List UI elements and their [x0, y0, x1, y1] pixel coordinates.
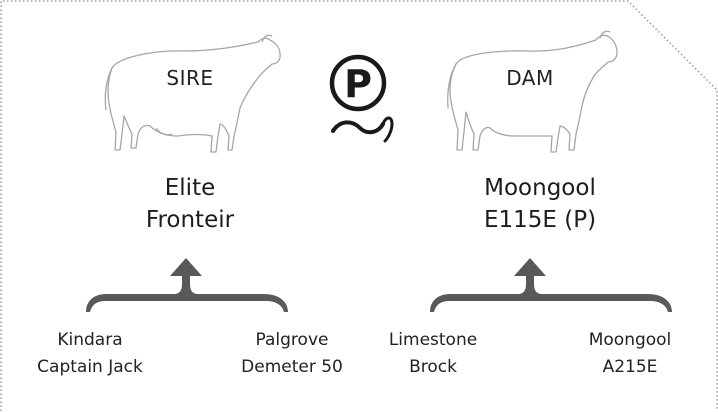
- sire-name-line1: Elite: [164, 175, 216, 201]
- dam-parent-1-line2: Brock: [409, 357, 457, 377]
- sire-name: Elite Fronteir: [110, 172, 270, 236]
- sire-parent-2-line1: Palgrove: [255, 330, 329, 350]
- dam-parent-1: Limestone Brock: [363, 327, 503, 381]
- sire-bracket-arrow: [86, 258, 288, 312]
- dam-parent-1-line1: Limestone: [388, 330, 478, 350]
- dam-parent-2-line2: A215E: [602, 357, 658, 377]
- dam-name: Moongool E115E (P): [455, 172, 625, 236]
- dam-name-line2: E115E (P): [483, 207, 597, 233]
- sire-cow-icon: [104, 34, 281, 153]
- sire-tag: SIRE: [166, 66, 214, 90]
- sire-parent-2-line2: Demeter 50: [241, 357, 343, 377]
- sire-parent-1-line1: Kindara: [57, 330, 123, 350]
- polled-letter: P: [344, 62, 372, 106]
- dam-parent-2: Moongool A215E: [560, 327, 700, 381]
- sire-parent-2: Palgrove Demeter 50: [222, 327, 362, 381]
- dam-parent-2-line1: Moongool: [588, 330, 672, 350]
- dam-tag: DAM: [506, 66, 554, 90]
- dam-name-line1: Moongool: [484, 175, 596, 201]
- sire-name-line2: Fronteir: [145, 207, 235, 233]
- sire-parent-1: Kindara Captain Jack: [20, 327, 160, 381]
- sire-parent-1-line2: Captain Jack: [37, 357, 143, 377]
- dam-bracket-arrow: [430, 258, 672, 312]
- dam-cow-icon: [447, 30, 618, 153]
- polled-symbol-icon: [329, 54, 394, 143]
